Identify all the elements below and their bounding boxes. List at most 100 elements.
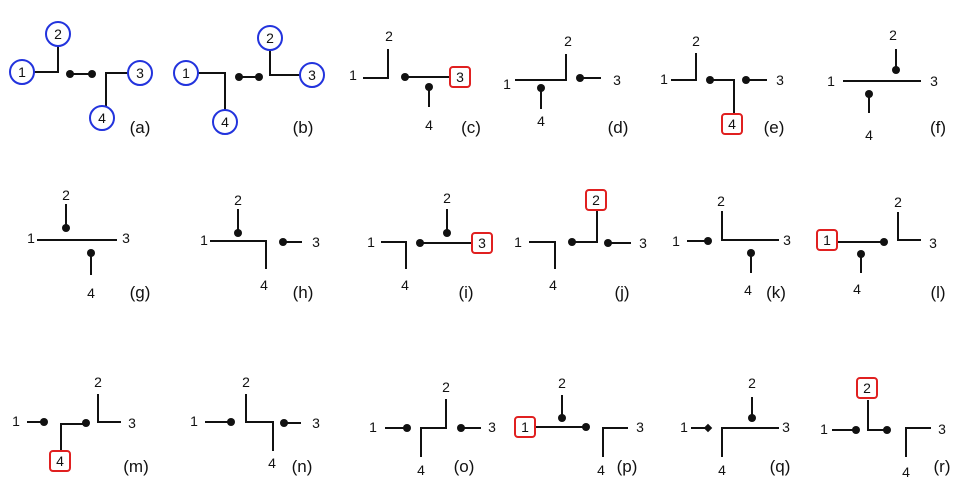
panel-a: 1 2 3 4 (a): [9, 21, 153, 137]
leg-label: 1: [12, 413, 20, 429]
leg-label: 3: [312, 415, 320, 431]
line-2-4: [245, 394, 274, 451]
leg-marker-circle: [127, 60, 153, 86]
leg-label: 4: [853, 281, 861, 297]
leg-label: 1: [18, 64, 26, 80]
panel-caption: (h): [293, 283, 314, 302]
panel-caption: (r): [934, 457, 951, 476]
panel-caption: (o): [454, 457, 475, 476]
leg-marker-box: [585, 189, 607, 211]
panel-n: 1 2 3 4 (n): [190, 374, 320, 476]
line-2-3: [721, 211, 779, 241]
leg-label: 2: [692, 33, 700, 49]
leg-label: 4: [56, 453, 64, 469]
vertex: [401, 73, 409, 81]
leg-marker-circle: [45, 21, 71, 47]
leg-label: 4: [728, 116, 736, 132]
leg-label: 2: [717, 193, 725, 209]
line-3-4: [105, 72, 129, 107]
vertex: [40, 418, 48, 426]
leg-label: 3: [782, 419, 790, 435]
leg-label: 1: [820, 421, 828, 437]
leg-label: 2: [94, 374, 102, 390]
panel-b: 1 2 3 4 (b): [173, 25, 325, 137]
line-4-2: [420, 399, 447, 457]
leg-label: 2: [266, 30, 274, 46]
panel-caption: (i): [458, 283, 473, 302]
leg-label: 1: [369, 419, 377, 435]
leg-marker-box: [721, 113, 743, 135]
line-4-x: [60, 423, 85, 451]
leg-marker-circle: [89, 105, 115, 131]
leg-marker-box: [514, 416, 536, 438]
vertex: [604, 239, 612, 247]
vertex: [87, 249, 95, 257]
leg-label: 3: [929, 235, 937, 251]
panel-k: 1 2 3 4 (k): [672, 193, 791, 302]
leg-label: 2: [592, 192, 600, 208]
panel-p: 1 2 3 4 (p): [514, 375, 644, 478]
leg-label: 3: [478, 235, 486, 251]
leg-marker-circle: [9, 59, 35, 85]
leg-label: 4: [425, 117, 433, 133]
leg-label: 2: [385, 28, 393, 44]
leg-marker-box: [471, 232, 493, 254]
panel-caption: (m): [123, 457, 148, 476]
panel-f: 1 2 3 4 (f): [827, 27, 946, 143]
vertex: [234, 229, 242, 237]
line-2-x: [867, 400, 887, 431]
leg-label: 3: [639, 235, 647, 251]
leg-marker-box: [49, 450, 71, 472]
leg-label: 4: [597, 462, 605, 478]
leg-marker-box: [449, 66, 471, 88]
leg-label: 4: [744, 282, 752, 298]
panel-caption: (b): [293, 118, 314, 137]
vertex-diamond: [703, 423, 713, 433]
panel-d: 1 2 3 4 (d): [503, 33, 628, 137]
leg-label: 3: [128, 415, 136, 431]
vertex: [880, 238, 888, 246]
panel-c: 1 2 3 4 (c): [349, 28, 481, 137]
leg-label: 3: [938, 421, 946, 437]
panel-caption: (l): [930, 283, 945, 302]
vertex: [403, 424, 411, 432]
panel-caption: (e): [764, 118, 785, 137]
leg-label: 2: [748, 375, 756, 391]
leg-label: 4: [401, 277, 409, 293]
leg-label: 4: [268, 455, 276, 471]
line-2-3: [897, 212, 921, 241]
leg-label: 1: [521, 419, 529, 435]
leg-label: 4: [221, 114, 229, 130]
vertex: [704, 237, 712, 245]
vertex: [582, 423, 590, 431]
line-4-3: [602, 427, 628, 457]
leg-marker-circle: [299, 62, 325, 88]
leg-label: 4: [865, 127, 873, 143]
leg-label: 1: [27, 230, 35, 246]
leg-label: 4: [87, 285, 95, 301]
vertex: [457, 424, 465, 432]
line-1-4: [197, 72, 226, 111]
vertex: [892, 66, 900, 74]
leg-label: 4: [902, 464, 910, 480]
vertex: [568, 238, 576, 246]
leg-label: 3: [613, 72, 621, 88]
leg-label: 3: [136, 65, 144, 81]
leg-label: 4: [417, 462, 425, 478]
leg-label: 3: [456, 69, 464, 85]
panel-l: 1 2 3 4 (l): [816, 194, 946, 302]
leg-label: 4: [549, 277, 557, 293]
leg-label: 1: [660, 71, 668, 87]
leg-marker-circle: [173, 60, 199, 86]
leg-label: 2: [558, 375, 566, 391]
leg-label: 3: [312, 234, 320, 250]
leg-label: 3: [930, 73, 938, 89]
leg-label: 3: [776, 72, 784, 88]
leg-label: 1: [514, 234, 522, 250]
panel-caption: (j): [614, 283, 629, 302]
leg-label: 1: [827, 73, 835, 89]
vertex: [747, 249, 755, 257]
panel-caption: (f): [930, 118, 946, 137]
line-1-2: [671, 53, 697, 81]
